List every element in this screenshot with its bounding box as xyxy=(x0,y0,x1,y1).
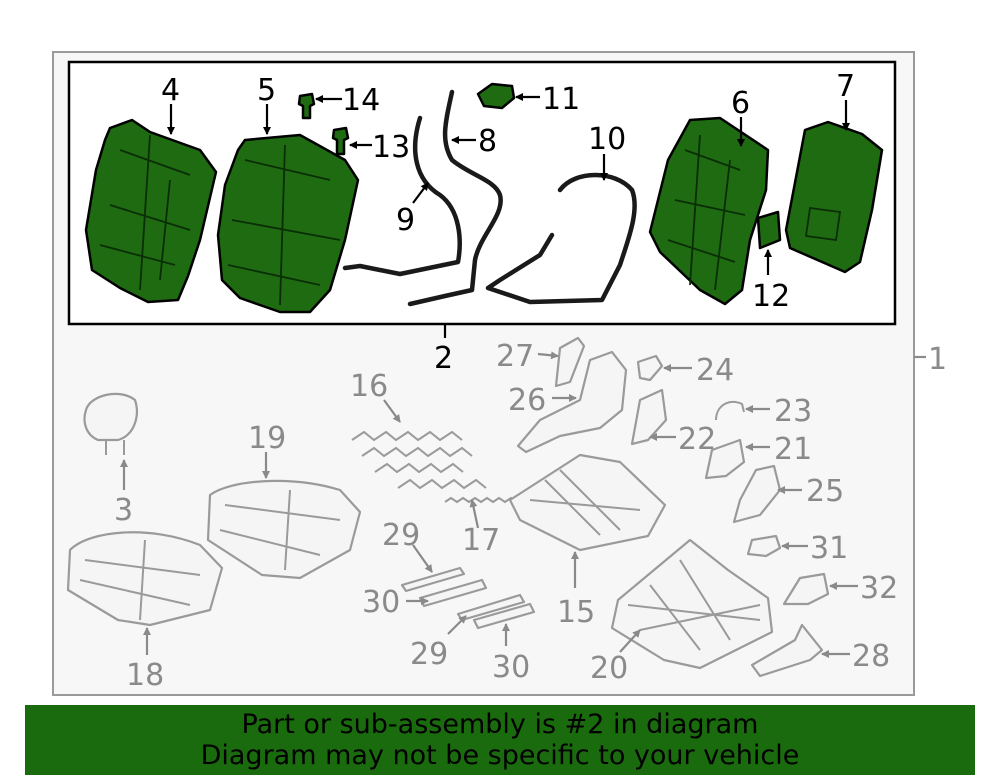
callout-8: 8 xyxy=(478,124,497,159)
callout-4: 4 xyxy=(161,73,180,108)
part-10-wire xyxy=(485,172,637,305)
part-8-wire xyxy=(407,89,503,307)
part-20-seat-track xyxy=(610,538,774,670)
part-3-headrest xyxy=(83,392,138,455)
callout-24: 24 xyxy=(696,353,734,388)
part-30-strip-b xyxy=(472,602,536,630)
callout-11: 11 xyxy=(542,82,580,117)
banner-line-1: Part or sub-assembly is #2 in diagram xyxy=(241,709,759,740)
callout-7: 7 xyxy=(836,69,855,104)
part-22-bracket xyxy=(630,388,668,446)
part-31-clip xyxy=(746,534,782,558)
callout-31: 31 xyxy=(810,531,848,566)
callout-3: 3 xyxy=(114,493,133,528)
part-27-trim xyxy=(554,336,586,388)
callout-21: 21 xyxy=(774,432,812,467)
callout-30-b: 30 xyxy=(492,650,530,685)
callout-28: 28 xyxy=(852,639,890,674)
callout-15: 15 xyxy=(557,595,595,630)
callout-1: 1 xyxy=(928,342,947,377)
part-6-seatback-frame xyxy=(648,116,770,306)
callout-29-a: 29 xyxy=(382,518,420,553)
part-32-bracket xyxy=(782,572,830,606)
part-24-cover xyxy=(636,354,664,382)
part-19-cushion-pad xyxy=(206,479,362,580)
part-21-bracket xyxy=(704,438,746,480)
part-29-strip-a xyxy=(400,566,466,593)
part-13-clip xyxy=(331,126,350,156)
parts-diagram: 1 2 4 5 14 13 11 8 9 10 6 12 xyxy=(52,51,947,696)
callout-14: 14 xyxy=(342,83,380,118)
callout-27: 27 xyxy=(496,339,534,374)
part-4-seatback-cover xyxy=(84,118,218,304)
callout-13: 13 xyxy=(372,130,410,165)
callout-16: 16 xyxy=(350,369,388,404)
part-11-bracket xyxy=(476,82,516,110)
callout-2: 2 xyxy=(434,341,453,376)
callout-32: 32 xyxy=(860,571,898,606)
callout-12: 12 xyxy=(752,279,790,314)
notice-banner: Part or sub-assembly is #2 in diagram Di… xyxy=(25,705,975,775)
callout-22: 22 xyxy=(678,422,716,457)
callout-23: 23 xyxy=(774,394,812,429)
callout-9: 9 xyxy=(396,203,415,238)
callout-6: 6 xyxy=(731,86,750,121)
callout-5: 5 xyxy=(257,73,276,108)
callout-18: 18 xyxy=(126,658,164,693)
callout-19: 19 xyxy=(248,421,286,456)
callout-30-a: 30 xyxy=(362,585,400,620)
part-16-springs xyxy=(351,430,487,490)
callout-26: 26 xyxy=(508,383,546,418)
callout-17: 17 xyxy=(462,523,500,558)
part-9-wire xyxy=(342,115,462,277)
callout-25: 25 xyxy=(806,474,844,509)
part-25-trim xyxy=(732,464,782,524)
part-5-seatback-pad xyxy=(216,133,360,314)
part-12-panel xyxy=(756,210,782,250)
banner-line-2: Diagram may not be specific to your vehi… xyxy=(200,740,800,771)
part-15-cushion-frame xyxy=(508,453,667,552)
callout-10: 10 xyxy=(588,122,626,157)
part-23-hook xyxy=(715,400,745,421)
part-14-clip xyxy=(297,92,316,120)
callout-29-b: 29 xyxy=(410,637,448,672)
part-26-side-shield xyxy=(516,350,628,454)
part-18-cushion-cover xyxy=(66,531,224,627)
callout-20: 20 xyxy=(590,651,628,686)
